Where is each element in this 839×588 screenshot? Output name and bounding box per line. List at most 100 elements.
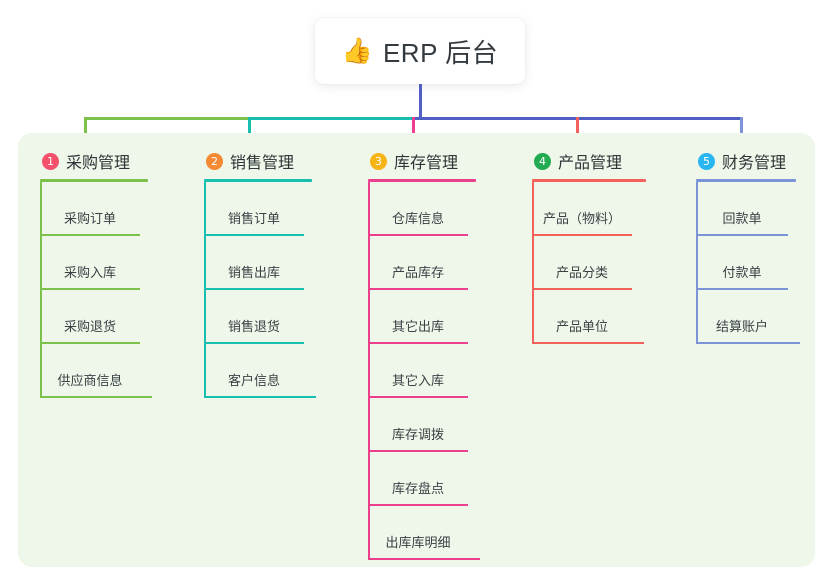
branch-number-badge: 3 — [370, 152, 387, 170]
branch-item-rule — [368, 342, 468, 344]
branch-item[interactable]: 产品（物料） — [532, 182, 632, 236]
thumbs-up-icon: 👍 — [341, 36, 373, 65]
branch-item-label: 库存调拨 — [391, 427, 444, 442]
branch-spine — [532, 182, 534, 344]
branch-item-label: 采购订单 — [63, 211, 116, 226]
branch-item[interactable]: 出库库明细 — [368, 506, 480, 560]
branch-item-label: 付款单 — [722, 265, 762, 280]
branch-number-badge: 1 — [42, 152, 59, 170]
branch-item-rule — [40, 234, 140, 236]
branch-item[interactable]: 其它入库 — [368, 344, 468, 398]
branch-item-label: 产品分类 — [555, 265, 608, 280]
branch-item-rule — [532, 288, 632, 290]
branch-item-rule — [204, 234, 304, 236]
branch-item-label: 结算账户 — [715, 319, 768, 334]
branch-header-rule — [532, 179, 646, 182]
branch-item[interactable]: 销售退货 — [204, 290, 304, 344]
branch-item-label: 库存盘点 — [391, 481, 444, 496]
branch-item-rule — [40, 342, 140, 344]
branch-column-3: 3 库存管理仓库信息产品库存其它出库其它入库库存调拨库存盘点出库库明细 — [368, 148, 480, 560]
branch-item-rule — [368, 396, 468, 398]
branch-item-rule — [696, 342, 800, 344]
branch-item[interactable]: 采购订单 — [40, 182, 140, 236]
branch-item-label: 采购入库 — [63, 265, 116, 280]
branch-title: 财务管理 — [722, 155, 787, 172]
branch-item-list: 销售订单销售出库销售退货客户信息 — [204, 182, 316, 398]
branch-spine — [204, 182, 206, 398]
branch-item-label: 销售出库 — [227, 265, 280, 280]
branch-item[interactable]: 产品库存 — [368, 236, 468, 290]
branch-item[interactable]: 结算账户 — [696, 290, 800, 344]
branch-title: 采购管理 — [66, 155, 131, 172]
branch-item-label: 回款单 — [722, 211, 762, 226]
branches-panel: 1 采购管理采购订单采购入库采购退货供应商信息 2 销售管理销售订单销售出库销售退货客… — [18, 133, 815, 567]
branch-item[interactable]: 销售订单 — [204, 182, 304, 236]
branch-item-rule — [368, 450, 468, 452]
branch-item-rule — [40, 288, 140, 290]
branch-column-4: 4 产品管理产品（物料） 产品分类产品单位 — [532, 148, 646, 344]
branch-item-label: 客户信息 — [227, 373, 280, 388]
branch-header-rule — [40, 179, 148, 182]
branch-item-rule — [204, 342, 304, 344]
branch-spine — [368, 182, 370, 560]
branch-header-rule — [696, 179, 796, 182]
branch-number-badge: 4 — [534, 152, 551, 170]
branch-item-label: 供应商信息 — [57, 373, 123, 388]
branch-item[interactable]: 产品分类 — [532, 236, 632, 290]
branch-column-1: 1 采购管理采购订单采购入库采购退货供应商信息 — [40, 148, 152, 398]
branch-item[interactable]: 库存调拨 — [368, 398, 468, 452]
branch-item[interactable]: 产品单位 — [532, 290, 644, 344]
branch-item-label: 产品（物料） — [542, 211, 621, 226]
branch-item-label: 仓库信息 — [391, 211, 444, 226]
branch-item[interactable]: 付款单 — [696, 236, 788, 290]
branch-header-3[interactable]: 3 库存管理 — [368, 148, 476, 174]
branch-header-1[interactable]: 1 采购管理 — [40, 148, 148, 174]
root-stem — [419, 84, 422, 120]
branch-item-list: 仓库信息产品库存其它出库其它入库库存调拨库存盘点出库库明细 — [368, 182, 480, 560]
branch-item-label: 出库库明细 — [385, 535, 451, 550]
branch-item-rule — [204, 288, 304, 290]
branch-item-list: 回款单付款单结算账户 — [696, 182, 800, 344]
branch-item-rule — [368, 288, 468, 290]
branch-column-2: 2 销售管理销售订单销售出库销售退货客户信息 — [204, 148, 316, 398]
branch-number-badge: 2 — [206, 152, 223, 170]
branch-header-rule — [368, 179, 476, 182]
branch-title: 库存管理 — [394, 155, 459, 172]
branch-item-rule — [368, 234, 468, 236]
branch-item[interactable]: 供应商信息 — [40, 344, 152, 398]
branch-item-label: 其它入库 — [391, 373, 444, 388]
branch-header-4[interactable]: 4 产品管理 — [532, 148, 646, 174]
branch-item-label: 销售订单 — [227, 211, 280, 226]
branch-item-label: 产品库存 — [391, 265, 444, 280]
branch-item-rule — [204, 396, 316, 398]
branch-header-2[interactable]: 2 销售管理 — [204, 148, 312, 174]
root-node-content: 👍 ERP 后台 — [342, 33, 498, 70]
branch-item[interactable]: 回款单 — [696, 182, 788, 236]
branch-item[interactable]: 其它出库 — [368, 290, 468, 344]
branch-item[interactable]: 采购入库 — [40, 236, 140, 290]
branch-item[interactable]: 库存盘点 — [368, 452, 468, 506]
branch-item[interactable]: 采购退货 — [40, 290, 140, 344]
bus-segment-teal — [248, 117, 414, 120]
branch-item[interactable]: 销售出库 — [204, 236, 304, 290]
branch-spine — [696, 182, 698, 344]
branch-title: 销售管理 — [230, 155, 295, 172]
branch-item[interactable]: 仓库信息 — [368, 182, 468, 236]
branch-item[interactable]: 客户信息 — [204, 344, 316, 398]
branch-title: 产品管理 — [558, 155, 623, 172]
root-title: ERP 后台 — [382, 37, 499, 68]
branch-item-rule — [532, 342, 644, 344]
branch-spine — [40, 182, 42, 398]
branch-item-rule — [368, 504, 468, 506]
branch-item-rule — [532, 234, 632, 236]
branch-item-label: 销售退货 — [227, 319, 280, 334]
branch-item-list: 采购订单采购入库采购退货供应商信息 — [40, 182, 152, 398]
root-node[interactable]: 👍 ERP 后台 — [315, 18, 525, 84]
branch-item-rule — [696, 288, 788, 290]
branch-item-label: 产品单位 — [555, 319, 608, 334]
branch-item-label: 采购退货 — [63, 319, 116, 334]
branch-item-rule — [368, 558, 480, 560]
